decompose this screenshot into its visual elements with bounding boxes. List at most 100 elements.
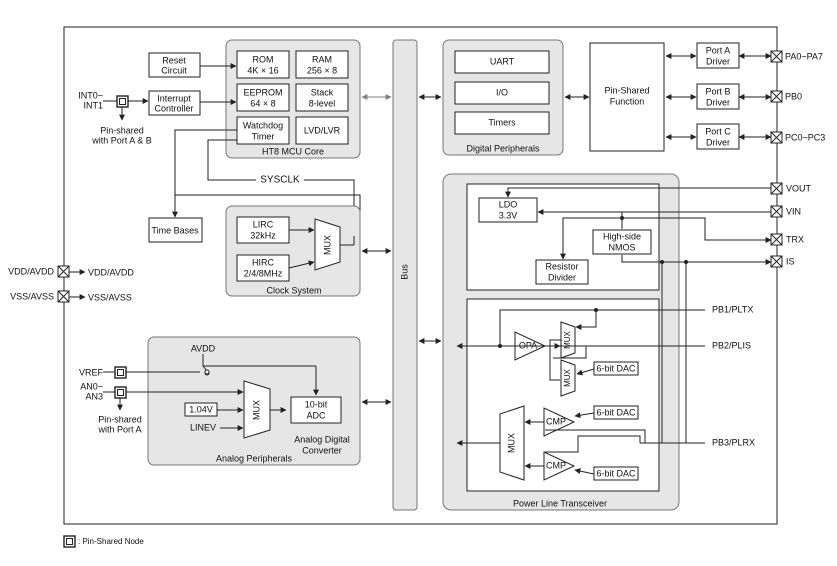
eeprom-label: EEPROM	[243, 87, 282, 97]
pin-is: IS	[786, 256, 795, 266]
pin-vin: VIN	[786, 206, 801, 216]
int-pin: INT0~ INT1 Pin-shared with Port A & B	[78, 90, 152, 145]
svg-text:MUX: MUX	[251, 400, 261, 420]
port-c: Port C Driver PC0~PC3	[665, 123, 825, 150]
pin-shared-node-icon	[63, 535, 76, 548]
mcu-core: ROM 4K × 16 RAM 256 × 8 EEPROM 64 × 8 St…	[225, 39, 361, 159]
svg-text:with Port A: with Port A	[97, 424, 141, 434]
port-a: Port A Driver PA0~PA7	[665, 42, 823, 69]
svg-text:SYSCLK: SYSCLK	[260, 175, 300, 186]
rom-size: 4K × 16	[247, 65, 278, 75]
pin-pa: PA0~PA7	[785, 51, 823, 61]
analog-pins: VREF AN0~ AN3 Pin-shared with Port A	[79, 366, 244, 434]
svg-text:OPA: OPA	[519, 340, 537, 350]
svg-text:UART: UART	[490, 56, 515, 66]
svg-text:LDO: LDO	[499, 199, 518, 209]
interrupt-controller: Interrupt Controller	[148, 90, 201, 116]
svg-text:Function: Function	[610, 96, 645, 106]
svg-text:Timers: Timers	[488, 117, 516, 127]
svg-text:Reset: Reset	[162, 55, 186, 65]
svg-text:2/4/8MHz: 2/4/8MHz	[244, 268, 283, 278]
svg-text:LINEV: LINEV	[190, 422, 216, 432]
svg-text:Resistor: Resistor	[545, 261, 578, 271]
reset-circuit: Reset Circuit	[148, 52, 201, 78]
svg-text:Pin-shared: Pin-shared	[98, 414, 142, 424]
power-pins: VDD/AVDD VDD/AVDD VSS/AVSS VSS/AVSS	[8, 265, 134, 303]
svg-text:Pin-shared: Pin-shared	[100, 125, 144, 135]
plt-pins: VOUT VIN TRX IS PB1/PLTX PB2/PLIS PB3/PL…	[712, 182, 812, 447]
pin-pb3: PB3/PLRX	[712, 437, 755, 447]
svg-text:INT0~: INT0~	[78, 90, 103, 100]
svg-text:Driver: Driver	[706, 56, 730, 66]
svg-text:I/O: I/O	[496, 87, 508, 97]
svg-text:Driver: Driver	[706, 137, 730, 147]
rom-label: ROM	[253, 54, 274, 64]
svg-text:6-bit DAC: 6-bit DAC	[596, 407, 636, 417]
svg-text:32kHz: 32kHz	[250, 230, 276, 240]
svg-text:AN0~: AN0~	[80, 381, 103, 391]
svg-text:6-bit DAC: 6-bit DAC	[596, 468, 636, 478]
lvd-label: LVD/LVR	[304, 125, 341, 135]
svg-text:ADC: ADC	[306, 410, 326, 420]
svg-text:CMP: CMP	[546, 416, 566, 426]
svg-text:Interrupt: Interrupt	[157, 93, 191, 103]
svg-text:NMOS: NMOS	[609, 242, 636, 252]
svg-text:Converter: Converter	[302, 445, 342, 455]
pin-pb1: PB1/PLTX	[712, 304, 753, 314]
svg-text:Port B: Port B	[705, 86, 730, 96]
legend-text: : Pin-Shared Node	[78, 537, 144, 546]
pin-shared-function: Pin-Shared Function	[589, 42, 665, 152]
vdd-internal-label: VDD/AVDD	[88, 267, 134, 277]
vref-label: VREF	[79, 367, 104, 377]
avdd-label: AVDD	[191, 343, 216, 353]
stack-depth: 8-level	[309, 98, 336, 108]
svg-text:10-bit: 10-bit	[305, 399, 328, 409]
analog-peripherals-title: Analog Peripherals	[216, 453, 293, 463]
analog-peripherals: AVDD MUX 10-bit ADC Analog Digital Conve…	[147, 336, 361, 466]
pin-shared-node-icon	[116, 95, 129, 108]
pin-pb2: PB2/PLIS	[712, 340, 751, 350]
svg-text:Circuit: Circuit	[161, 65, 187, 75]
svg-text:1.04V: 1.04V	[189, 404, 213, 414]
svg-text:CMP: CMP	[546, 460, 566, 470]
port-b: Port B Driver PB0	[665, 83, 802, 110]
eeprom-size: 64 × 8	[250, 98, 275, 108]
svg-text:Driver: Driver	[706, 97, 730, 107]
pin-pb0: PB0	[785, 91, 802, 101]
pin-trx: TRX	[786, 234, 804, 244]
vss-pin-label: VSS/AVSS	[10, 291, 54, 301]
svg-text:Pin-Shared: Pin-Shared	[604, 85, 649, 95]
svg-text:INT1: INT1	[83, 100, 103, 110]
watchdog-label: Watchdog	[243, 120, 283, 130]
watchdog-label-2: Timer	[252, 131, 275, 141]
svg-text:Controller: Controller	[154, 103, 193, 113]
svg-text:High-side: High-side	[603, 231, 641, 241]
vdd-pin-label: VDD/AVDD	[8, 266, 54, 276]
svg-text:LIRC: LIRC	[253, 219, 274, 229]
svg-text:MUX: MUX	[563, 330, 572, 348]
pin-vout: VOUT	[786, 183, 812, 193]
svg-text:3.3V: 3.3V	[499, 210, 518, 220]
vss-internal-label: VSS/AVSS	[88, 292, 132, 302]
plt-title: Power Line Transceiver	[513, 498, 607, 508]
clock-mux-label: MUX	[322, 235, 332, 255]
stack-label: Stack	[311, 87, 334, 97]
svg-text:Port A: Port A	[706, 45, 731, 55]
svg-text:Time Bases: Time Bases	[151, 225, 199, 235]
clock-system-title: Clock System	[266, 285, 321, 295]
mcu-core-title: HT8 MCU Core	[262, 146, 324, 156]
svg-text:6-bit DAC: 6-bit DAC	[596, 363, 636, 373]
svg-text:AN3: AN3	[85, 391, 103, 401]
clock-system: LIRC 32kHz HIRC 2/4/8MHz MUX Clock Syste…	[225, 205, 361, 297]
pin-pc: PC0~PC3	[785, 132, 825, 142]
svg-text:with Port A & B: with Port A & B	[91, 135, 152, 145]
digital-peripherals: UART I/O Timers Digital Peripherals	[442, 39, 564, 156]
ram-size: 256 × 8	[307, 65, 337, 75]
bus: Bus	[392, 39, 418, 511]
time-bases: Time Bases	[148, 217, 203, 243]
svg-text:HIRC: HIRC	[252, 257, 274, 267]
svg-text:Analog Digital: Analog Digital	[294, 434, 350, 444]
ram-label: RAM	[312, 54, 332, 64]
svg-text:MUX: MUX	[506, 433, 516, 453]
legend: : Pin-Shared Node	[63, 535, 144, 548]
